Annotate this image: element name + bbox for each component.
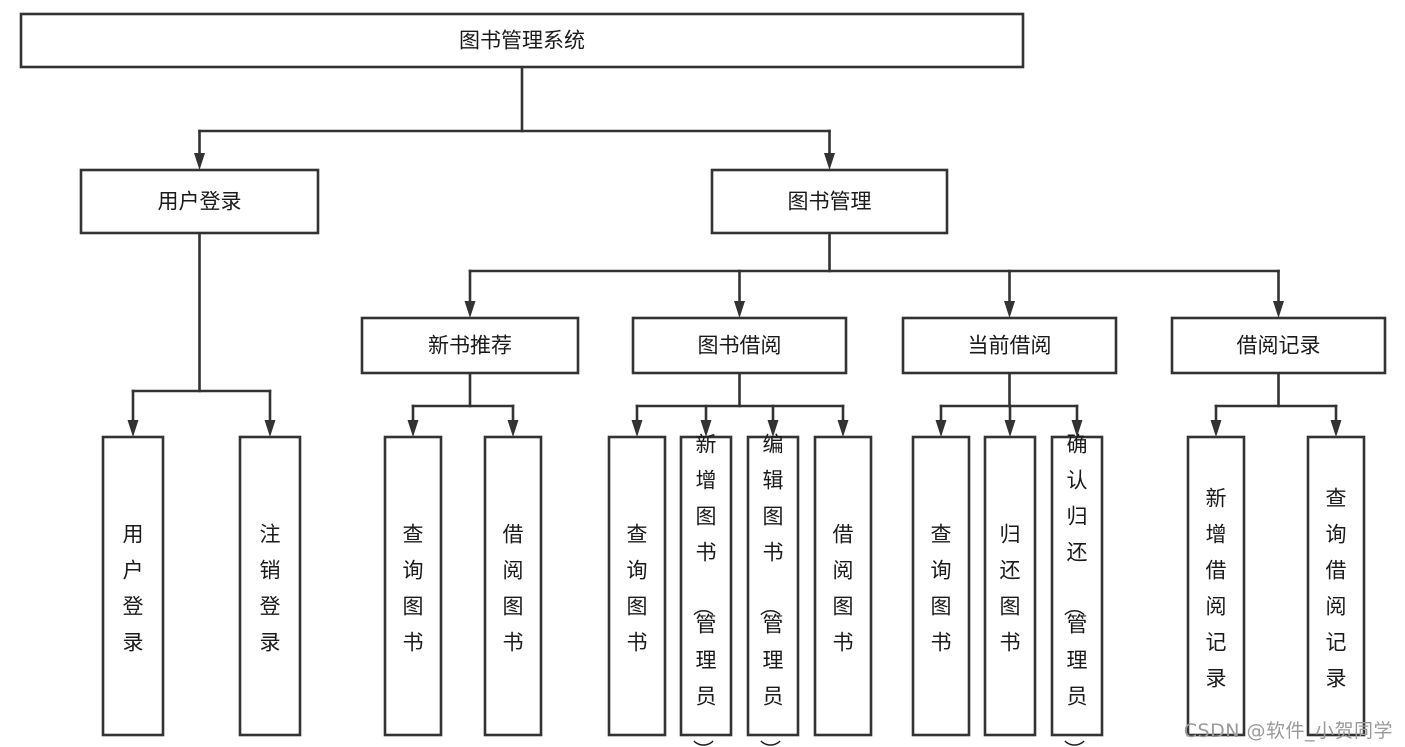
arrow-head-icon [837,420,849,437]
arrow-head-icon [1330,420,1342,437]
arrow-head-icon [194,153,205,170]
node-label: 图书管理 [788,190,872,214]
connector-group-login [127,231,276,437]
arrow-head-icon [1210,420,1222,437]
node-box[interactable] [79,168,320,235]
node-label: 借阅记录 [1237,334,1321,358]
node-label: 用户登录 [123,522,144,654]
connector-group-current [935,371,1083,437]
node-box[interactable] [911,435,971,737]
arrow-head-icon [734,301,745,318]
node-l_q1[interactable]: 查询图书 [383,435,443,737]
node-l_logout[interactable]: 注销登录 [238,435,302,737]
node-label: 归还图书 [1000,522,1021,654]
node-box[interactable] [101,435,165,737]
node-label: 编辑图书（管理员） [758,432,784,747]
node-label: 确认归还（管理员） [1062,432,1088,747]
node-l_b2[interactable]: 借阅图书 [813,435,873,737]
node-box[interactable] [631,316,848,375]
node-current[interactable]: 当前借阅 [901,316,1118,375]
node-l_addrec[interactable]: 新增借阅记录 [1186,435,1246,737]
node-l_qrec[interactable]: 查询借阅记录 [1306,435,1366,737]
node-layer: 图书管理系统用户登录图书管理新书推荐图书借阅当前借阅借阅记录用户登录注销登录查询… [19,12,1387,747]
connector-group-borrow [631,371,849,437]
node-bookmgr[interactable]: 图书管理 [710,168,949,235]
node-label: 图书管理系统 [459,29,585,53]
arrow-head-icon [1071,420,1083,437]
node-l_q2[interactable]: 查询图书 [607,435,667,737]
arrow-head-icon [507,420,519,437]
node-label: 用户登录 [158,190,242,214]
arrow-head-icon [767,420,779,437]
arrow-head-icon [1004,301,1015,318]
arrow-head-icon [700,420,712,437]
arrow-head-icon [464,301,476,318]
node-box[interactable] [746,435,800,737]
arrow-head-icon [264,420,276,437]
node-l_b1[interactable]: 借阅图书 [483,435,543,737]
node-label: 新增图书（管理员） [691,432,717,747]
node-login[interactable]: 用户登录 [79,168,320,235]
node-label: 查询图书 [403,522,424,654]
node-newrec[interactable]: 新书推荐 [360,316,580,375]
node-l_conf[interactable]: 确认归还（管理员） [1050,432,1104,747]
node-l_add[interactable]: 新增图书（管理员） [679,432,733,747]
node-box[interactable] [813,435,873,737]
node-label: 查询借阅记录 [1326,486,1347,690]
node-label: 新书推荐 [428,334,512,358]
node-box[interactable] [1306,435,1366,737]
node-box[interactable] [483,435,543,737]
node-label: 新增借阅记录 [1206,486,1227,690]
arrow-head-icon [1004,420,1016,437]
node-box[interactable] [1170,316,1387,375]
node-label: 查询图书 [931,522,952,654]
connector-group-newrec [407,371,519,437]
node-box[interactable] [901,316,1118,375]
node-l_login[interactable]: 用户登录 [101,435,165,737]
node-box[interactable] [1186,435,1246,737]
node-box[interactable] [383,435,443,737]
connector-group-root [194,65,835,170]
node-box[interactable] [238,435,302,737]
node-label: 注销登录 [260,522,281,654]
node-label: 当前借阅 [968,334,1052,358]
node-box[interactable] [679,435,733,737]
node-box[interactable] [983,435,1037,737]
node-records[interactable]: 借阅记录 [1170,316,1387,375]
edge-layer [127,65,1342,437]
arrow-head-icon [407,420,419,437]
node-root[interactable]: 图书管理系统 [19,12,1025,69]
node-label: 借阅图书 [833,522,854,654]
connector-group-records [1210,371,1342,437]
node-box[interactable] [360,316,580,375]
arrow-head-icon [631,420,643,437]
node-box[interactable] [607,435,667,737]
arrow-head-icon [824,153,835,170]
arrow-head-icon [1273,301,1284,318]
node-l_edit[interactable]: 编辑图书（管理员） [746,432,800,747]
node-box[interactable] [19,12,1025,69]
node-box[interactable] [710,168,949,235]
node-label: 图书借阅 [698,334,782,358]
arrow-head-icon [935,420,947,437]
node-box[interactable] [1050,435,1104,737]
node-l_q3[interactable]: 查询图书 [911,435,971,737]
node-label: 借阅图书 [503,522,524,654]
node-l_ret[interactable]: 归还图书 [983,435,1037,737]
node-label: 查询图书 [627,522,648,654]
arrow-head-icon [127,420,139,437]
connector-group-bookmgr [464,231,1284,318]
node-borrow[interactable]: 图书借阅 [631,316,848,375]
